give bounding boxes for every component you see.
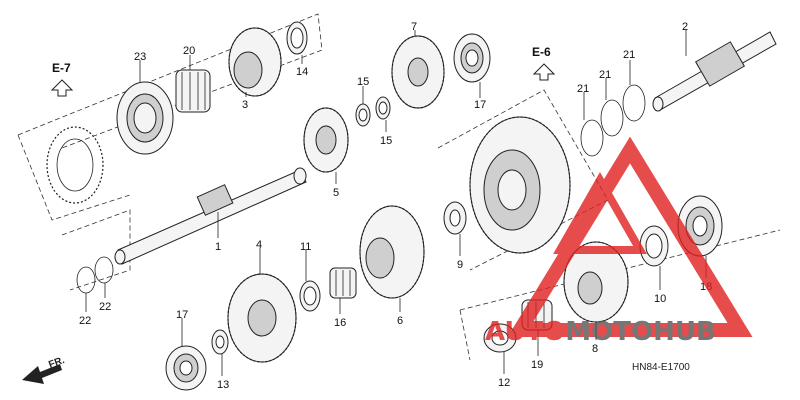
watermark-text-hub: HUB: [653, 317, 716, 347]
bearing-17-bottom: [165, 345, 207, 391]
callout-22-b: 22: [99, 301, 111, 313]
gear-e7: [46, 126, 104, 204]
callout-10: 10: [654, 293, 666, 305]
circlip-21-b: [600, 99, 624, 137]
up-arrow-icon: [532, 63, 556, 81]
bearing-23: [116, 81, 174, 155]
assembly-outline-left: [17, 134, 131, 221]
callout-17-bottom: 17: [176, 309, 188, 321]
callout-21-c: 21: [623, 49, 635, 61]
shaft-1: [114, 167, 307, 265]
callout-17-top: 17: [474, 99, 486, 111]
up-arrow-icon: [50, 79, 74, 97]
washer-15-a: [355, 103, 371, 127]
section-label-e6: E-6: [532, 45, 551, 59]
bearing-17-top: [453, 33, 491, 83]
callout-21-a: 21: [577, 83, 589, 95]
front-arrow-icon: [22, 364, 62, 384]
callout-11: 11: [300, 241, 311, 253]
callout-9: 9: [457, 259, 463, 271]
washer-11: [299, 280, 321, 312]
callout-4: 4: [256, 239, 262, 251]
callout-14: 14: [296, 66, 308, 78]
callouts: 23 20 3 14 15 15 7 17 2 21 21 21 5 1 9 4…: [79, 21, 712, 391]
gear-6: [359, 205, 425, 299]
front-label: FR.: [47, 355, 66, 371]
callout-23: 23: [134, 51, 146, 63]
callout-22-a: 22: [79, 315, 91, 327]
washer-14: [286, 21, 308, 55]
callout-15-a: 15: [357, 76, 369, 88]
callout-13: 13: [217, 379, 229, 391]
bearing-18: [677, 195, 723, 257]
callout-16: 16: [334, 317, 346, 329]
section-e7: E-7: [50, 61, 74, 97]
callout-21-b: 21: [599, 69, 611, 81]
section-e6: E-6: [532, 45, 556, 81]
gear-5: [303, 107, 349, 173]
callout-7: 7: [411, 21, 417, 33]
shaft-2: [652, 31, 777, 112]
callout-5: 5: [333, 187, 339, 199]
callout-6: 6: [397, 315, 403, 327]
callout-2: 2: [682, 21, 688, 33]
circlip-21-c: [622, 84, 646, 122]
front-direction: FR.: [22, 355, 66, 384]
gear-3: [228, 27, 282, 97]
circlip-22-a: [76, 266, 96, 294]
clutch-drum-e6: [469, 116, 571, 254]
callout-1: 1: [215, 241, 221, 253]
washer-10: [639, 225, 669, 267]
gear-7: [391, 35, 445, 109]
washer-13: [211, 329, 229, 355]
washer-15-b: [375, 96, 391, 120]
diagram-code: HN84-E1700: [632, 362, 690, 373]
callout-19: 19: [531, 359, 543, 371]
washer-12: [483, 323, 517, 353]
watermark-triangle-icon: [507, 136, 753, 337]
watermark-inner-triangle-icon: [553, 171, 647, 254]
callout-12: 12: [498, 377, 510, 389]
assembly-outline-bottom-left: [459, 309, 471, 361]
callout-3: 3: [242, 99, 248, 111]
needle-bearing-16: [329, 267, 357, 299]
needle-bearing-20: [175, 69, 211, 113]
assembly-outline-shaft: [61, 209, 131, 291]
watermark-text: AUTOMOTOHUB: [485, 317, 716, 347]
watermark-text-moto: MOTO: [565, 317, 653, 347]
watermark-text-auto: AUTO: [485, 317, 565, 347]
circlip-21-a: [580, 119, 604, 157]
circlip-22-b: [94, 256, 114, 284]
assembly-outline-e6: [437, 89, 609, 271]
callout-20: 20: [183, 45, 195, 57]
thrust-plate-9: [443, 201, 467, 235]
callout-8: 8: [592, 343, 598, 355]
gear-4: [227, 273, 297, 363]
section-label-e7: E-7: [52, 61, 71, 75]
callout-15-b: 15: [380, 135, 392, 147]
watermark-logo: AUTOMOTOHUB: [485, 136, 753, 347]
